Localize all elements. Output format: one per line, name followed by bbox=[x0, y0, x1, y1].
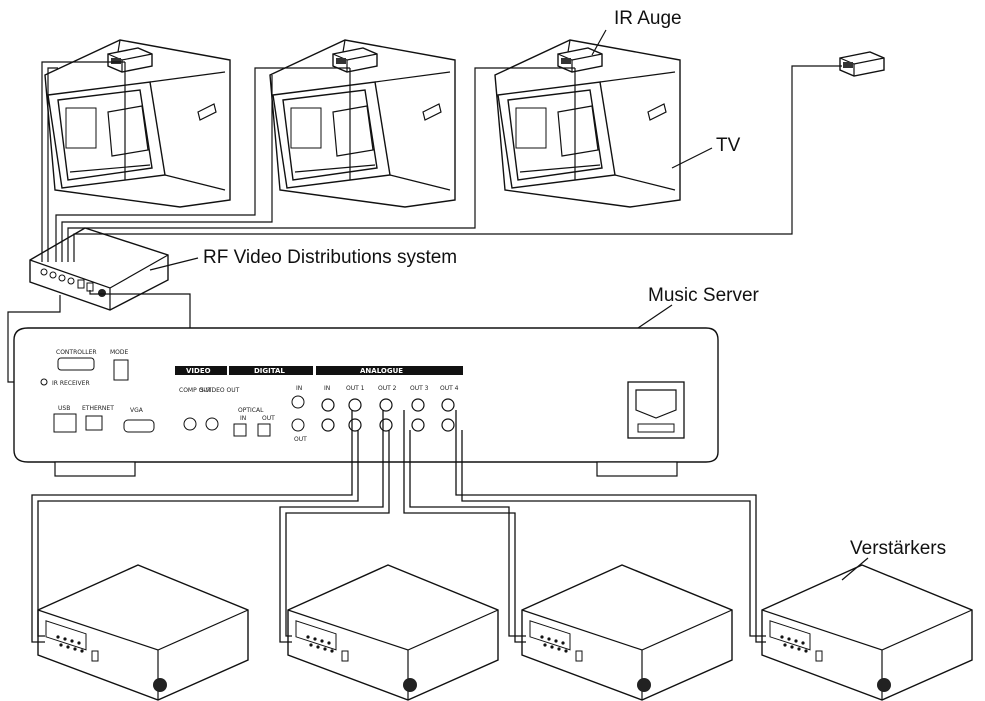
ir-eye-4 bbox=[839, 51, 885, 77]
out3-label: OUT 3 bbox=[410, 385, 429, 392]
rca-jacks bbox=[321, 398, 455, 432]
optical-out-port bbox=[257, 423, 271, 437]
video-out-jack bbox=[183, 417, 197, 431]
ir-eye-label: IR Auge bbox=[614, 8, 682, 29]
out4-label: OUT 4 bbox=[440, 385, 459, 392]
amplifiers-label: Verstärkers bbox=[850, 538, 946, 559]
coax-out-jack bbox=[291, 418, 305, 432]
analogue-section-header: ANALOGUE bbox=[360, 367, 403, 375]
video-comp-label: COMP OUT bbox=[179, 387, 212, 394]
optical-label: OPTICAL bbox=[238, 407, 264, 414]
video-svideo-label: S-VIDEO OUT bbox=[200, 387, 240, 394]
optical-in-label: IN bbox=[240, 415, 246, 422]
video-section-header: VIDEO bbox=[186, 367, 211, 375]
coax-in-jack bbox=[291, 395, 305, 409]
coax-in-label: IN bbox=[296, 385, 302, 392]
usb-ports bbox=[53, 413, 77, 433]
amplifier-3 bbox=[521, 564, 733, 701]
music-server-label: Music Server bbox=[648, 285, 760, 306]
amplifier-2 bbox=[287, 564, 499, 701]
ir-receiver-label: IR RECEIVER bbox=[52, 380, 90, 387]
mode-label: MODE bbox=[110, 349, 129, 356]
amplifier-1 bbox=[37, 564, 249, 701]
optical-in-port bbox=[233, 423, 247, 437]
controller-label: CONTROLLER bbox=[56, 349, 97, 356]
ir-receiver-jack bbox=[40, 378, 48, 386]
vga-label: VGA bbox=[130, 407, 144, 414]
digital-section-header: DIGITAL bbox=[254, 367, 285, 375]
callout-leaders bbox=[149, 29, 869, 581]
usb-label: USB bbox=[58, 405, 70, 412]
rf-cables bbox=[7, 61, 842, 420]
optical-out-label: OUT bbox=[262, 415, 275, 422]
analogue-in-label: IN bbox=[324, 385, 330, 392]
rf-system-label: RF Video Distributions system bbox=[203, 247, 457, 268]
coax-out-label: OUT bbox=[294, 436, 307, 443]
svideo-out-jack bbox=[205, 417, 219, 431]
ethernet-label: ETHERNET bbox=[82, 405, 114, 412]
analogue-cables bbox=[31, 410, 766, 643]
music-server: CONTROLLER MODE IR RECEIVER USB ETHERNET… bbox=[13, 327, 719, 477]
mode-switch bbox=[113, 359, 129, 381]
amplifier-4 bbox=[761, 564, 973, 701]
vga-port bbox=[123, 419, 155, 433]
tv-label: TV bbox=[716, 135, 741, 156]
out1-label: OUT 1 bbox=[346, 385, 365, 392]
out2-label: OUT 2 bbox=[378, 385, 397, 392]
rf-distribution-box bbox=[29, 227, 169, 311]
controller-port bbox=[57, 357, 95, 371]
ethernet-port bbox=[85, 415, 103, 431]
